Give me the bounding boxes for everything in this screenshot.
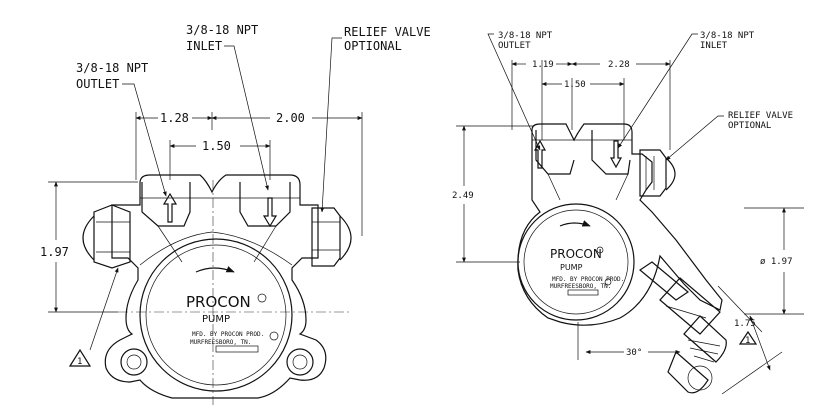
- right-registered-icon: [596, 246, 604, 254]
- left-tm-icon: [269, 331, 279, 341]
- left-relief-leader: [320, 37, 342, 213]
- right-product-text: PUMP: [560, 263, 583, 272]
- left-nameplate: PROCON PUMP MFD. BY PROCON PROD. MURFREE…: [186, 293, 279, 353]
- right-pump-face: [517, 203, 635, 321]
- left-pump-body: [82, 174, 352, 399]
- left-pump-face: [139, 238, 293, 392]
- right-outlet-label-line2: OUTLET: [498, 41, 531, 51]
- left-relief-label-line1: RELIEF VALVE: [344, 25, 431, 39]
- right-dim-inlet-offset: 2.28: [608, 60, 630, 70]
- right-inlet-leader: [617, 33, 698, 149]
- right-inlet-label-line1: 3/8-18 NPT: [700, 31, 755, 41]
- left-registered-icon: [257, 293, 267, 303]
- left-nameplate-badge: [215, 345, 259, 353]
- right-note-triangle-icon: [738, 330, 758, 345]
- left-dim-port-spacing: 1.50: [202, 139, 231, 153]
- right-view: PROCON PUMP MFD. BY PROCON PROD. MURFREE…: [452, 31, 804, 395]
- right-relief-label-line2: OPTIONAL: [728, 121, 771, 131]
- left-product-text: PUMP: [202, 314, 230, 325]
- right-dim-port-spacing: 1.50: [564, 80, 586, 90]
- left-dim-outlet-offset: 1.28: [160, 111, 189, 125]
- left-note-triangle-icon: [68, 348, 92, 367]
- left-dim-height: 1.97: [40, 245, 69, 259]
- right-nameplate-badge: [567, 289, 599, 296]
- right-dim-diameter: ø 1.97: [760, 257, 793, 267]
- left-relief-label-line2: OPTIONAL: [344, 39, 402, 53]
- left-inlet-label-line1: 3/8-18 NPT: [186, 23, 258, 37]
- left-outlet-label-line1: 3/8-18 NPT: [76, 61, 148, 75]
- right-maker-line2: MURFREESBORO, TN.: [550, 283, 611, 290]
- left-view: PROCON PUMP MFD. BY PROCON PROD. MURFREE…: [40, 23, 431, 405]
- left-brand-text: PROCON: [186, 293, 251, 311]
- left-outlet-label-line2: OUTLET: [76, 77, 119, 91]
- right-nameplate: PROCON PUMP MFD. BY PROCON PROD. MURFREE…: [550, 246, 624, 296]
- left-inlet-label-line2: INLET: [186, 39, 222, 53]
- right-outlet-label-line1: 3/8-18 NPT: [498, 31, 553, 41]
- right-dim-height: 2.49: [452, 191, 474, 201]
- left-outlet-leader: [122, 83, 167, 197]
- right-pump-body: [517, 123, 727, 394]
- right-relief-leader: [665, 115, 724, 161]
- right-note-marker: 1: [745, 336, 750, 346]
- left-note-marker: 1: [77, 357, 82, 367]
- right-maker-line1: MFD. BY PROCON PROD.: [552, 276, 624, 283]
- right-dim-angle: 30°: [626, 348, 642, 358]
- right-relief-label-line1: RELIEF VALVE: [728, 111, 793, 121]
- right-brand-text: PROCON: [550, 247, 602, 261]
- left-dim-relief-offset: 2.00: [276, 111, 305, 125]
- left-maker-line2: MURFREESBORO, TN.: [190, 339, 251, 346]
- right-dim-length: 1.75: [734, 319, 756, 329]
- right-outlet-leader: [487, 33, 541, 151]
- left-inlet-leader: [224, 45, 269, 191]
- left-maker-line1: MFD. BY PROCON PROD.: [192, 331, 264, 338]
- right-dim-outlet-offset: 1.19: [532, 60, 554, 70]
- right-tm-icon: [604, 278, 612, 286]
- right-inlet-label-line2: INLET: [700, 41, 728, 51]
